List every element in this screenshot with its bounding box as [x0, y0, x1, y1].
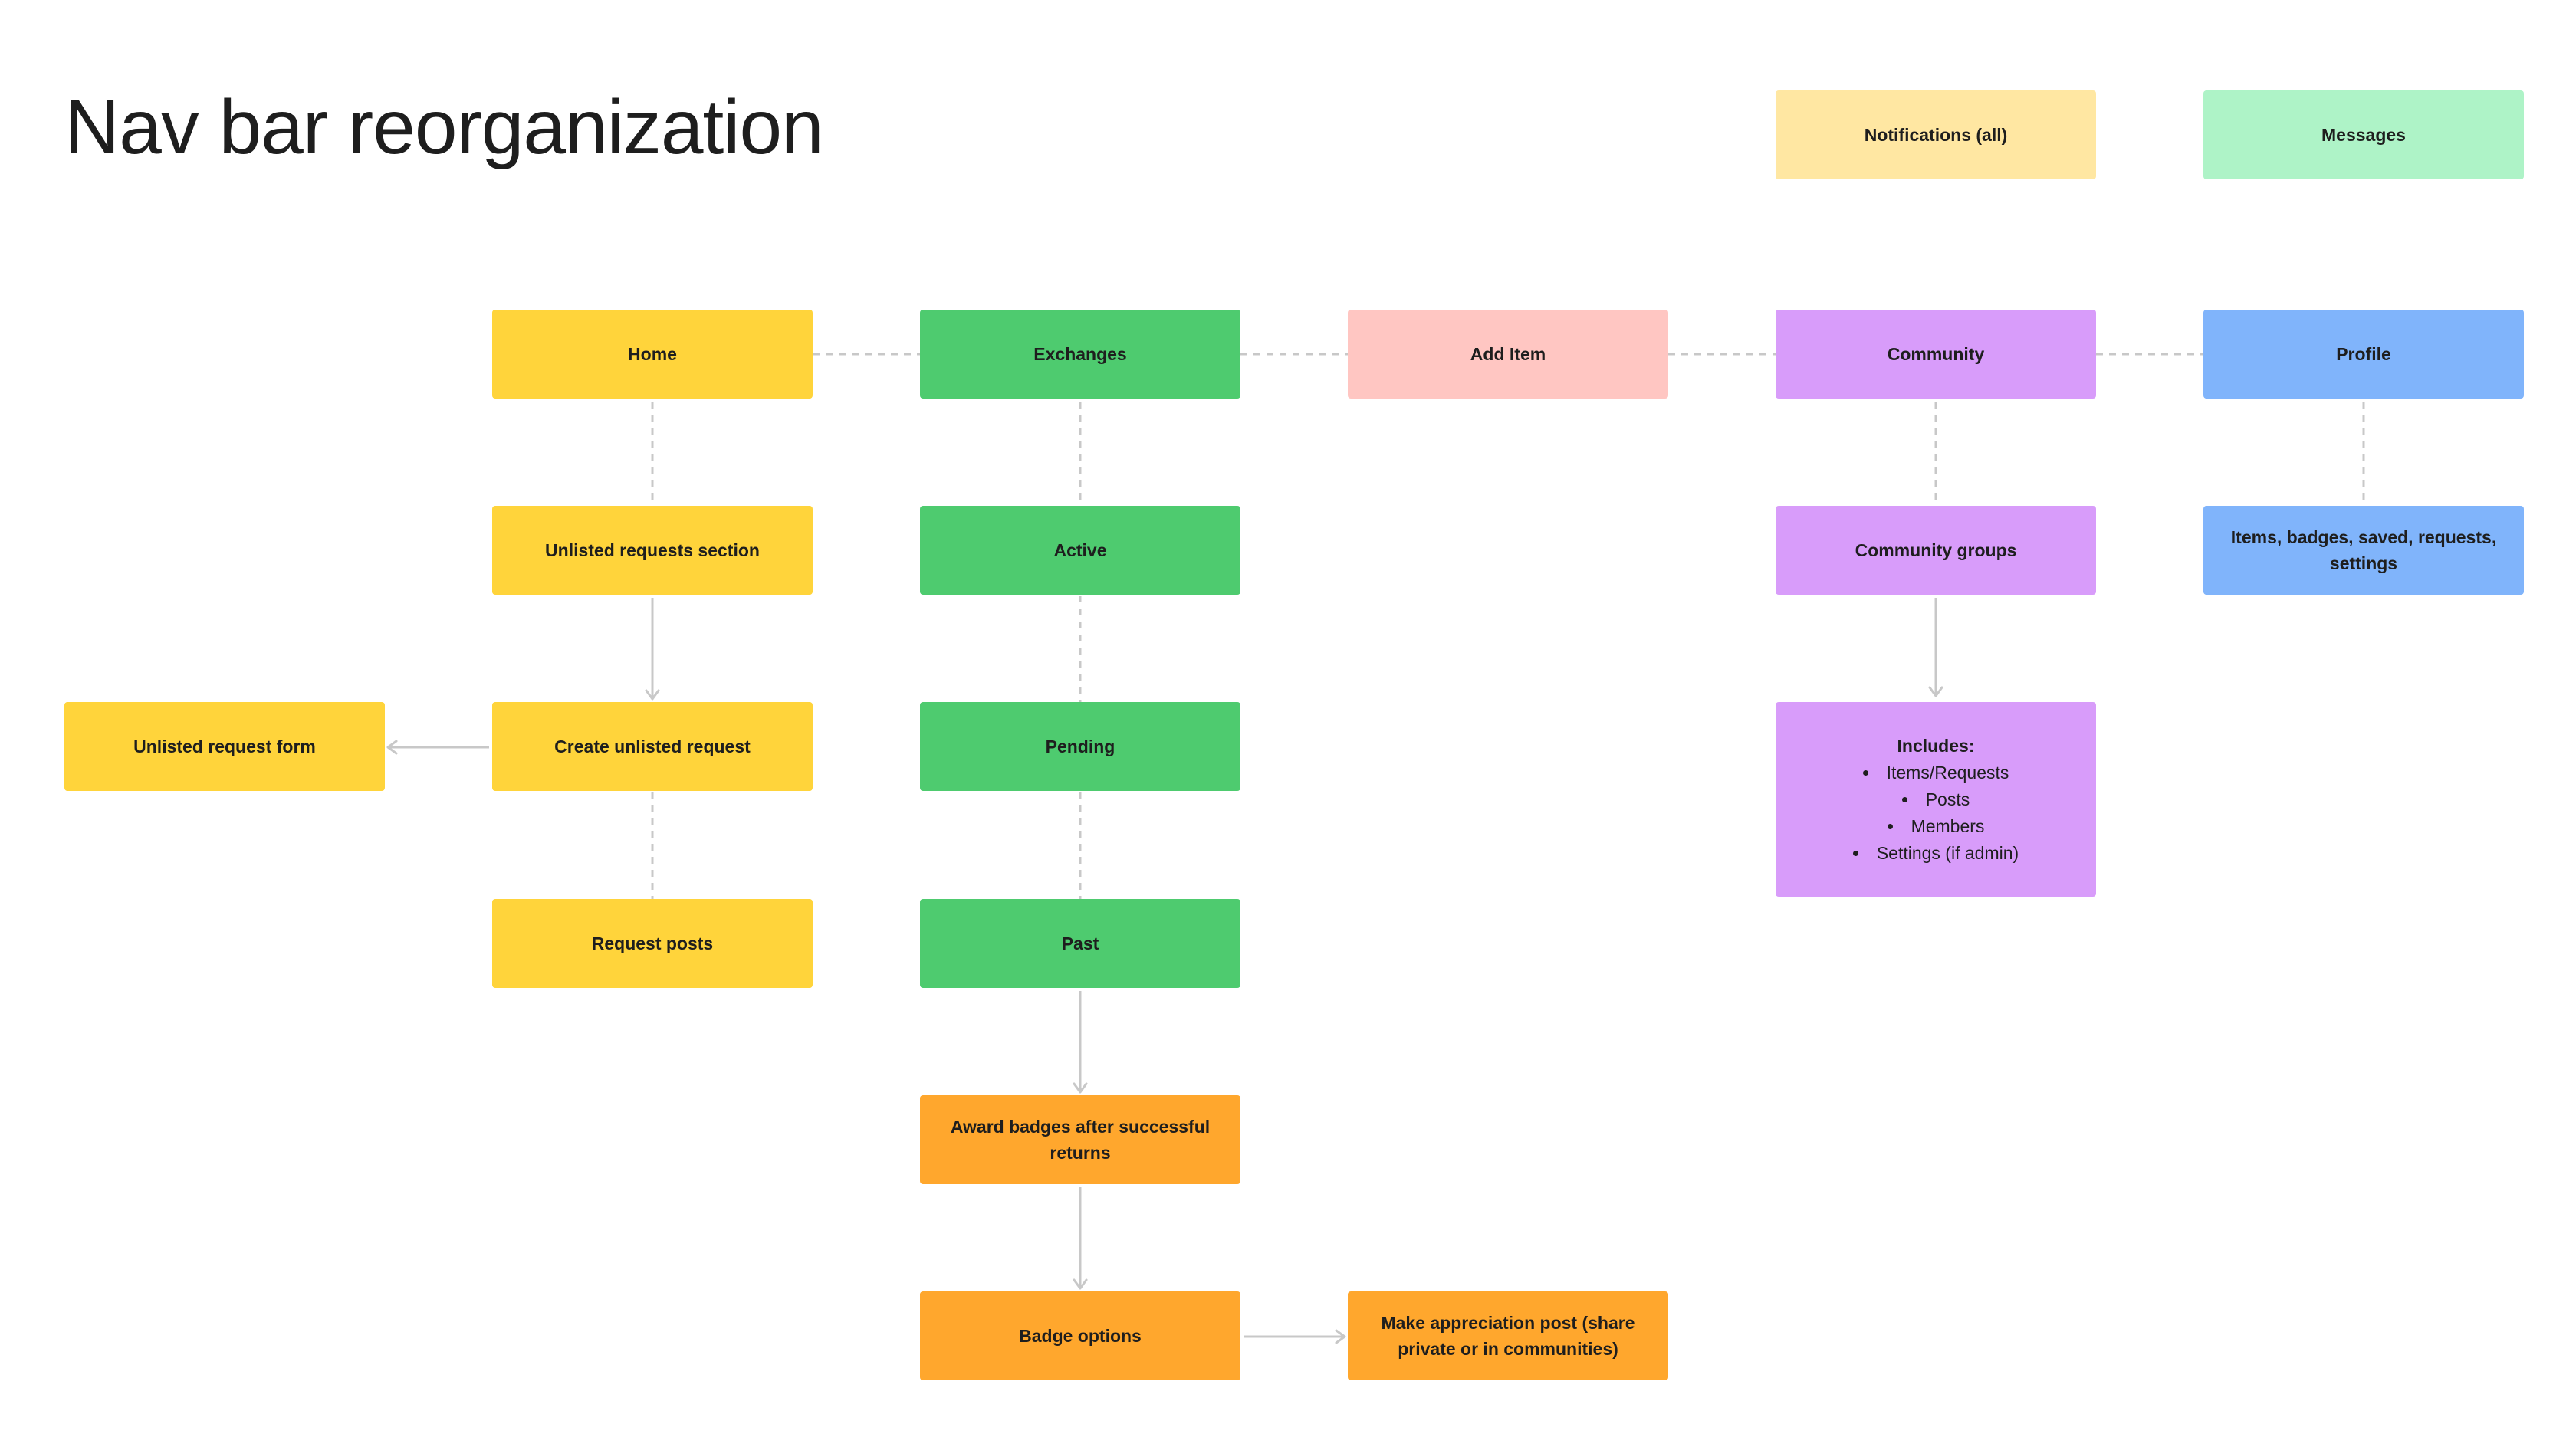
- unlisted-requests-section-node: Unlisted requests section: [492, 506, 813, 595]
- includes-node: Includes: Items/Requests Posts Members S…: [1776, 702, 2096, 897]
- active-node: Active: [920, 506, 1240, 595]
- award-badges-label: Award badges after successful returns: [950, 1117, 1211, 1163]
- profile-label: Profile: [2336, 344, 2391, 364]
- home-node: Home: [492, 310, 813, 399]
- community-groups-label: Community groups: [1855, 540, 2017, 560]
- includes-item: Settings (if admin): [1853, 840, 2019, 867]
- exchanges-node: Exchanges: [920, 310, 1240, 399]
- includes-item: Posts: [1853, 786, 2019, 813]
- home-label: Home: [628, 344, 677, 364]
- pending-label: Pending: [1045, 737, 1116, 756]
- appreciation-post-label: Make appreciation post (share private or…: [1381, 1313, 1635, 1359]
- add-item-node: Add Item: [1348, 310, 1668, 399]
- badge-options-node: Badge options: [920, 1291, 1240, 1380]
- award-badges-node: Award badges after successful returns: [920, 1095, 1240, 1184]
- create-unlisted-request-node: Create unlisted request: [492, 702, 813, 791]
- unlisted-requests-section-label: Unlisted requests section: [545, 540, 760, 560]
- request-posts-label: Request posts: [591, 933, 714, 953]
- notifications-label: Notifications (all): [1864, 125, 2008, 145]
- profile-details-node: Items, badges, saved, requests, settings: [2203, 506, 2524, 595]
- past-label: Past: [1061, 933, 1099, 953]
- includes-item: Members: [1853, 813, 2019, 840]
- community-groups-node: Community groups: [1776, 506, 2096, 595]
- messages-node: Messages: [2203, 90, 2524, 179]
- profile-details-label: Items, badges, saved, requests, settings: [2230, 527, 2497, 573]
- add-item-label: Add Item: [1470, 344, 1546, 364]
- includes-title: Includes:: [1897, 735, 1975, 756]
- create-unlisted-request-label: Create unlisted request: [554, 737, 751, 756]
- request-posts-node: Request posts: [492, 899, 813, 988]
- community-label: Community: [1887, 344, 1985, 364]
- pending-node: Pending: [920, 702, 1240, 791]
- community-node: Community: [1776, 310, 2096, 399]
- exchanges-label: Exchanges: [1033, 344, 1127, 364]
- past-node: Past: [920, 899, 1240, 988]
- active-label: Active: [1053, 540, 1107, 560]
- notifications-node: Notifications (all): [1776, 90, 2096, 179]
- page-title: Nav bar reorganization: [64, 84, 824, 170]
- unlisted-request-form-label: Unlisted request form: [133, 737, 316, 756]
- unlisted-request-form-node: Unlisted request form: [64, 702, 385, 791]
- badge-options-label: Badge options: [1019, 1326, 1142, 1346]
- includes-list: Items/Requests Posts Members Settings (i…: [1853, 760, 2019, 867]
- includes-item: Items/Requests: [1853, 760, 2019, 786]
- profile-node: Profile: [2203, 310, 2524, 399]
- messages-label: Messages: [2321, 125, 2406, 145]
- appreciation-post-node: Make appreciation post (share private or…: [1348, 1291, 1668, 1380]
